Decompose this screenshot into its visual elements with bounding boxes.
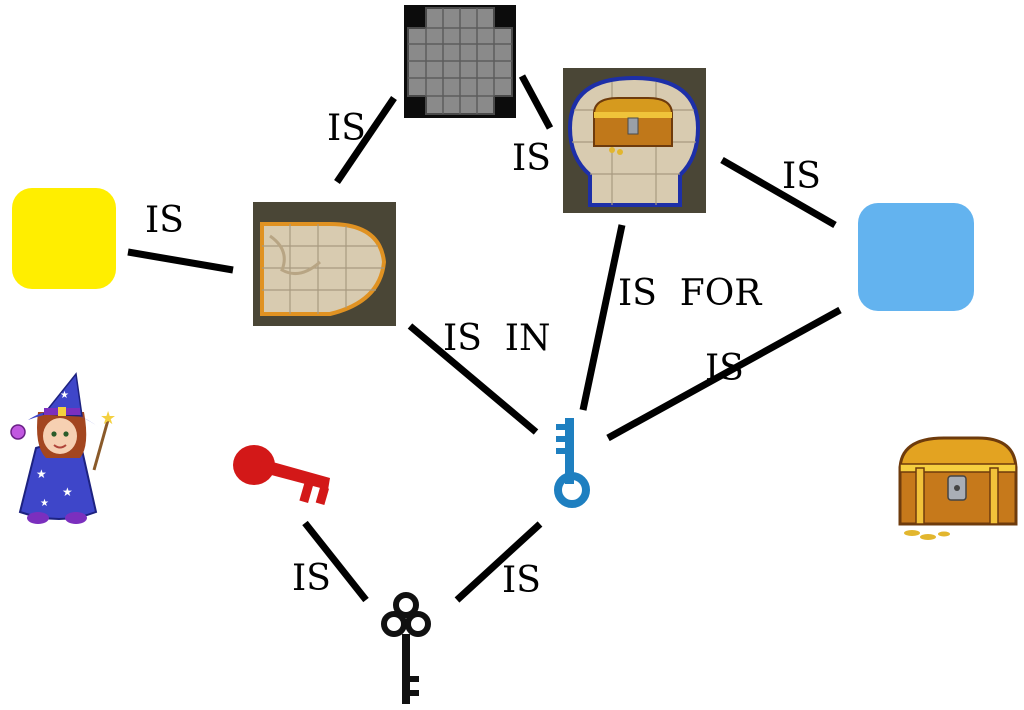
svg-text:★: ★ xyxy=(100,408,116,429)
edge-line xyxy=(334,96,397,184)
edge-label: IS IN xyxy=(443,318,551,359)
edge-blueroom-dungeon: IS xyxy=(512,74,554,179)
edge-line xyxy=(127,248,234,274)
edge-bluekey-bluesquare: IS xyxy=(606,306,842,442)
edge-line xyxy=(606,306,842,442)
svg-text:★: ★ xyxy=(60,390,69,401)
blue-outlined-room-with-treasure-icon xyxy=(563,68,706,213)
black-key-icon xyxy=(381,592,431,704)
edge-line xyxy=(518,74,554,130)
edge-line xyxy=(302,520,369,603)
blue-square-node xyxy=(858,203,974,311)
orange-outlined-room-icon xyxy=(253,202,396,326)
edge-bluekey-blackkey: IS xyxy=(454,521,543,603)
edge-label: IS xyxy=(782,156,821,197)
edge-yellow-orange: IS xyxy=(127,200,234,274)
edge-label: IS xyxy=(502,560,541,601)
edge-line xyxy=(579,224,626,411)
edge-label: IS xyxy=(512,138,551,179)
edge-label: IS xyxy=(292,558,331,599)
svg-text:★: ★ xyxy=(62,485,73,499)
edge-redkey-blackkey: IS xyxy=(292,520,369,603)
edge-line xyxy=(407,323,539,435)
red-key-icon xyxy=(233,445,330,506)
edge-label: IS xyxy=(327,108,366,149)
edge-label: IS xyxy=(145,200,184,241)
edge-label: IS FOR xyxy=(618,273,762,314)
dungeon-tile-icon xyxy=(404,5,516,118)
svg-text:★: ★ xyxy=(36,467,47,481)
edge-bluekey-orangeroom: IS IN xyxy=(407,318,551,435)
svg-text:★: ★ xyxy=(40,498,49,509)
edge-line xyxy=(454,521,543,603)
edge-blueroom-bluesquare: IS xyxy=(720,156,837,229)
treasure-chest-icon xyxy=(898,436,1018,540)
yellow-square-node xyxy=(12,188,116,289)
blue-key-icon xyxy=(554,418,590,508)
wizard-icon: ★ ★ ★ ★ ★ xyxy=(10,372,116,524)
edge-bluekey-blueroom: IS FOR xyxy=(579,224,762,411)
edge-orange-dungeon: IS xyxy=(327,96,397,184)
edge-label: IS xyxy=(705,348,744,389)
edge-line xyxy=(720,156,837,229)
